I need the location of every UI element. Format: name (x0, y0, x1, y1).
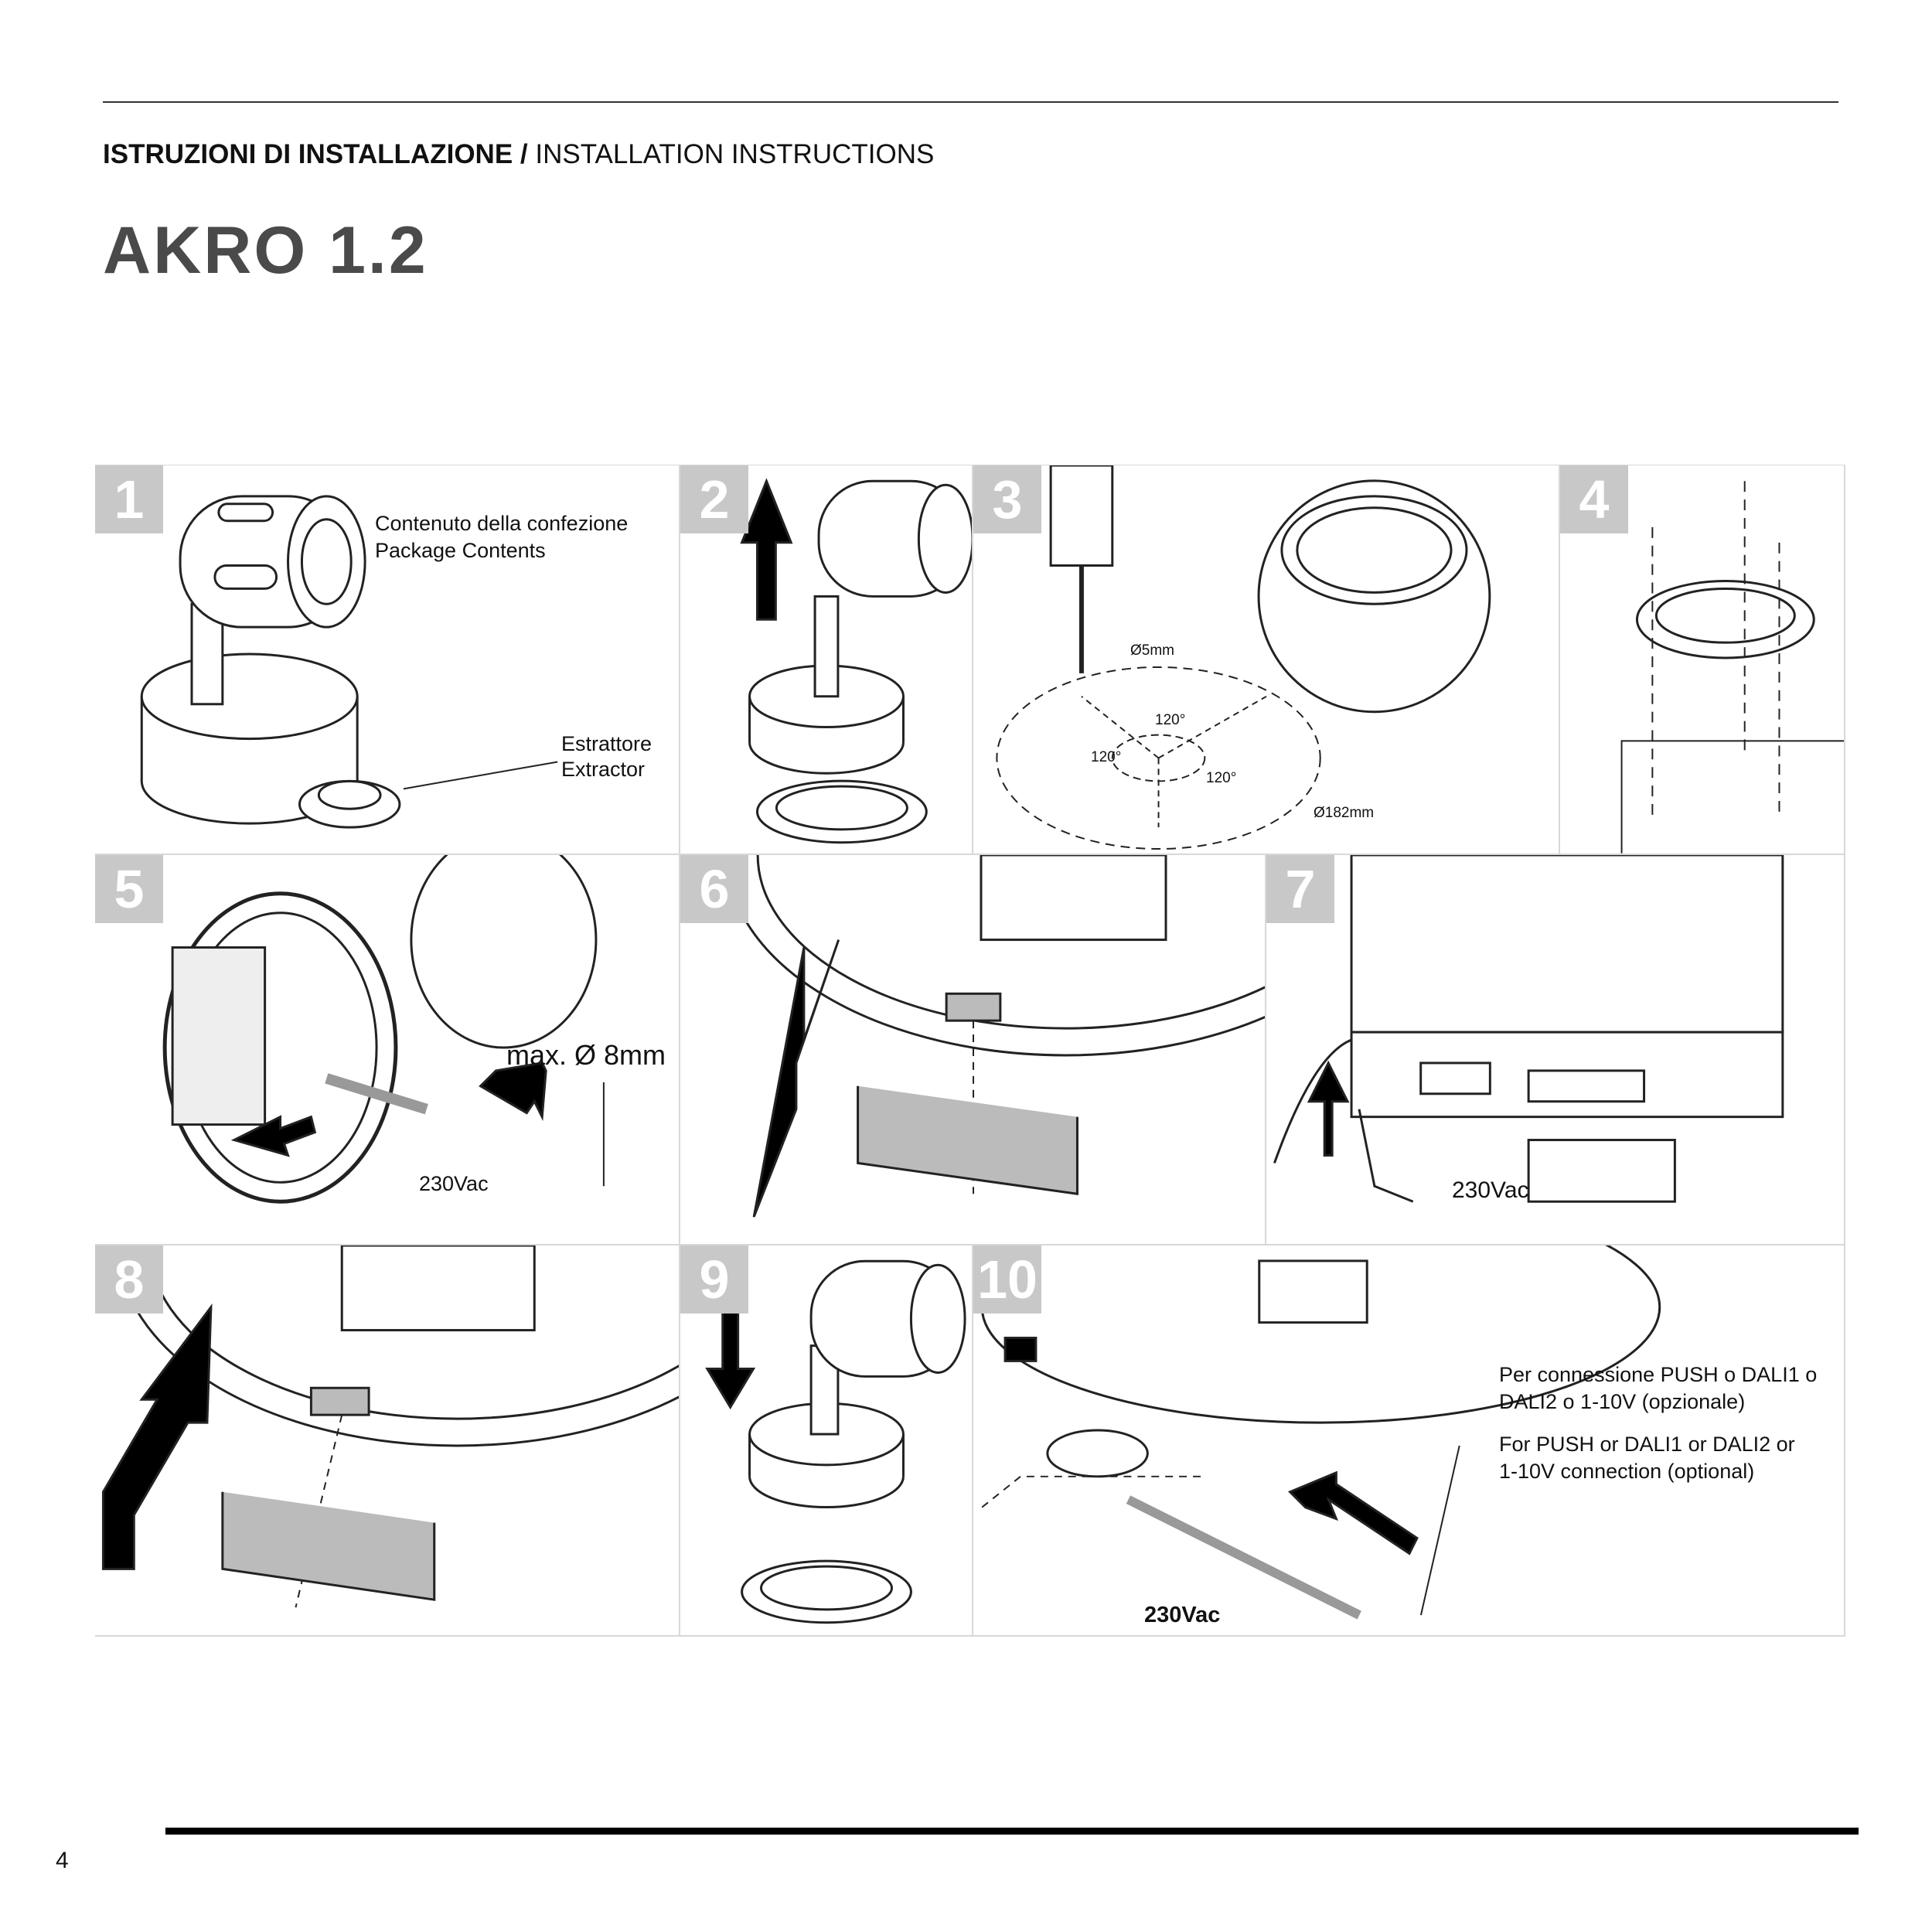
step-5-panel: 5 max. Ø 8mm 230Vac (95, 855, 680, 1245)
optional-connection-label-en-line2: 1-10V connection (optional) (1499, 1460, 1755, 1483)
step-6-panel: 6 (680, 855, 1266, 1245)
angle-label: 120° (1091, 749, 1122, 765)
step-9-panel: 9 (680, 1245, 973, 1637)
step-number-badge: 8 (95, 1245, 163, 1314)
extractor-label-it: Estrattore (561, 732, 653, 755)
step-number-badge: 6 (680, 855, 748, 923)
step-1-panel: 1 Contenuto della confezione Package Con… (95, 465, 680, 855)
page-number: 4 (56, 1848, 69, 1873)
cover-refit-illustration (101, 1245, 679, 1608)
drilling-template-illustration (996, 465, 1491, 850)
package-contents-label-it: Contenuto della confezione (375, 512, 629, 535)
header-italian: ISTRUZIONI DI INSTALLAZIONE / (103, 139, 528, 169)
step-number-badge: 1 (95, 465, 163, 533)
voltage-label: 230Vac (419, 1172, 489, 1195)
angle-label: 120° (1206, 770, 1237, 786)
step-4-panel: 4 (1560, 465, 1845, 855)
top-rule (103, 101, 1838, 103)
step-number-badge: 9 (680, 1245, 748, 1314)
voltage-label: 230Vac (1452, 1177, 1529, 1203)
header-english: INSTALLATION INSTRUCTIONS (535, 139, 935, 169)
step-number-badge: 4 (1560, 465, 1628, 533)
drill-diameter-label: Ø5mm (1130, 642, 1174, 659)
step-number-badge: 7 (1266, 855, 1334, 923)
optional-connection-label-it-line1: Per connessione PUSH o DALI1 o (1499, 1363, 1818, 1386)
optional-connection-label-it-line2: DALI2 o 1-10V (opzionale) (1499, 1390, 1746, 1413)
hole-circle-diameter-label: Ø182mm (1314, 805, 1375, 821)
footer-rule (165, 1828, 1859, 1835)
step-10-panel: 10 230Vac Per connessione PUSH o DALI1 o… (973, 1245, 1845, 1637)
document-header: ISTRUZIONI DI INSTALLAZIONE / INSTALLATI… (103, 139, 934, 170)
angle-label: 120° (1155, 712, 1186, 728)
extractor-label-en: Extractor (561, 758, 646, 781)
driver-wiring-illustration (1273, 855, 1784, 1203)
step-7-panel: 7 230Vac (1266, 855, 1845, 1245)
package-contents-illustration (140, 495, 558, 829)
voltage-label: 230Vac (1144, 1603, 1221, 1627)
step-number-badge: 2 (680, 465, 748, 533)
step-2-panel: 2 (680, 465, 973, 855)
reassembly-illustration (705, 1259, 966, 1624)
package-contents-label-en: Package Contents (375, 539, 546, 562)
ring-mounting-illustration (1620, 481, 1844, 854)
remove-body-illustration (740, 478, 972, 844)
step-8-panel: 8 (95, 1245, 680, 1637)
step-number-badge: 3 (973, 465, 1041, 533)
step-number-badge: 5 (95, 855, 163, 923)
cable-entry-illustration (162, 855, 605, 1204)
cover-removal-illustration (725, 855, 1265, 1218)
product-title: AKRO 1.2 (103, 213, 428, 288)
step-3-panel: 3 Ø5mm 120° 120° 120° Ø182mm (973, 465, 1560, 855)
step-number-badge: 10 (973, 1245, 1041, 1314)
optional-connection-label-en-line1: For PUSH or DALI1 or DALI2 or (1499, 1433, 1795, 1456)
max-cable-diameter-label: max. Ø 8mm (506, 1039, 666, 1071)
optional-connection-illustration (980, 1245, 1661, 1620)
